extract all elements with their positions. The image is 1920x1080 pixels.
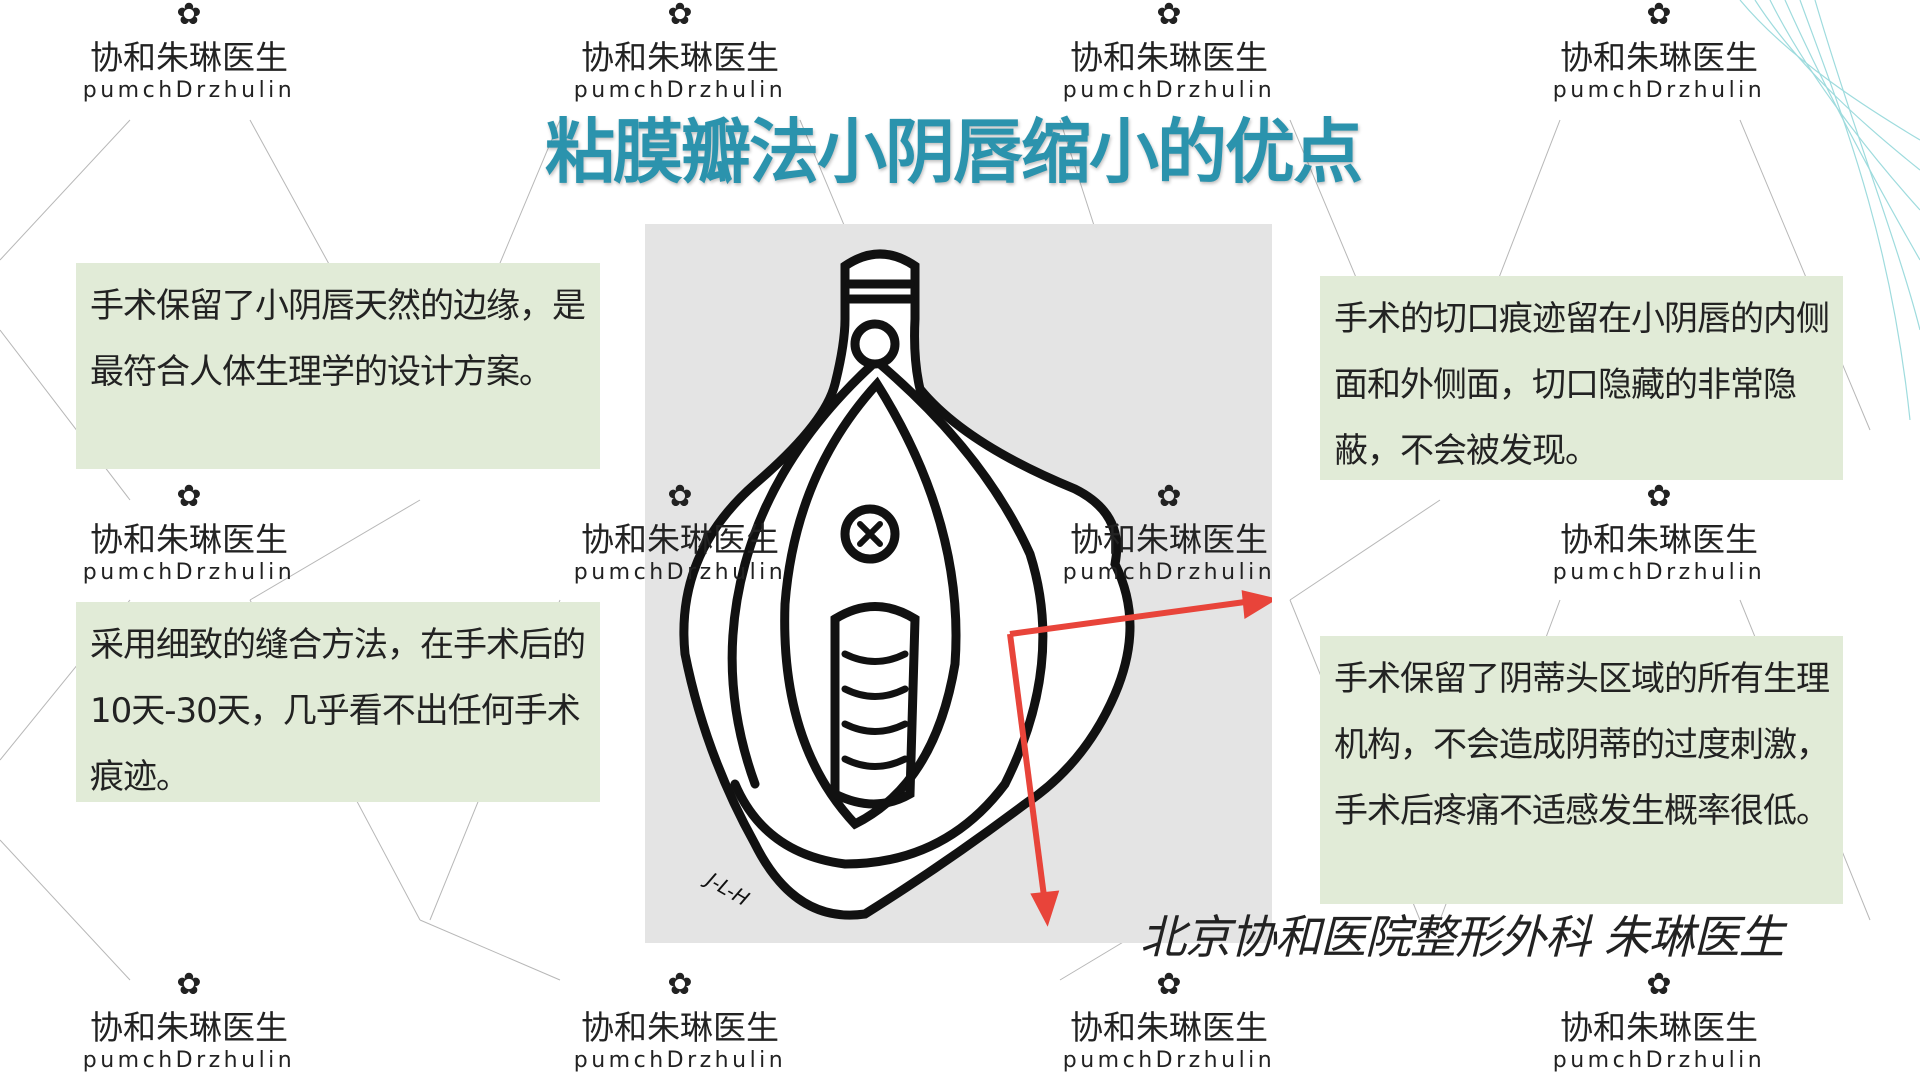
flower-icon: ✿ (1646, 0, 1672, 32)
right-text-box-2: 手术保留了阴蒂头区域的所有生理机构，不会造成阴蒂的过度刺激，手术后疼痛不适感发生… (1320, 636, 1843, 904)
signature: J-L-H (699, 866, 753, 911)
flower-icon: ✿ (667, 479, 693, 514)
flower-icon: ✿ (667, 967, 693, 1002)
teal-wave-decoration (1739, 0, 1920, 420)
flower-icon: ✿ (1156, 967, 1182, 1002)
footer-credit: 北京协和医院整形外科 朱琳医生 (1140, 910, 1785, 964)
flower-icon: ✿ (176, 967, 202, 1002)
flower-icon: ✿ (176, 0, 202, 32)
page-title: 粘膜瓣法小阴唇缩小的优点 (545, 111, 1363, 193)
flower-icon: ✿ (1156, 0, 1182, 32)
flower-icon: ✿ (1156, 479, 1182, 514)
anatomy-illustration: J-L-H (645, 224, 1278, 943)
flower-icon: ✿ (1646, 967, 1672, 1002)
flower-icon: ✿ (1646, 479, 1672, 514)
red-arrows (1007, 590, 1278, 927)
flower-icon: ✿ (176, 479, 202, 514)
left-text-box-2: 采用细致的缝合方法，在手术后的10天-30天，几乎看不出任何手术痕迹。 (76, 602, 600, 802)
left-text-box-1: 手术保留了小阴唇天然的边缘，是最符合人体生理学的设计方案。 (76, 263, 600, 469)
flower-icon: ✿ (667, 0, 693, 32)
right-text-box-1: 手术的切口痕迹留在小阴唇的内侧面和外侧面，切口隐藏的非常隐蔽，不会被发现。 (1320, 276, 1843, 480)
